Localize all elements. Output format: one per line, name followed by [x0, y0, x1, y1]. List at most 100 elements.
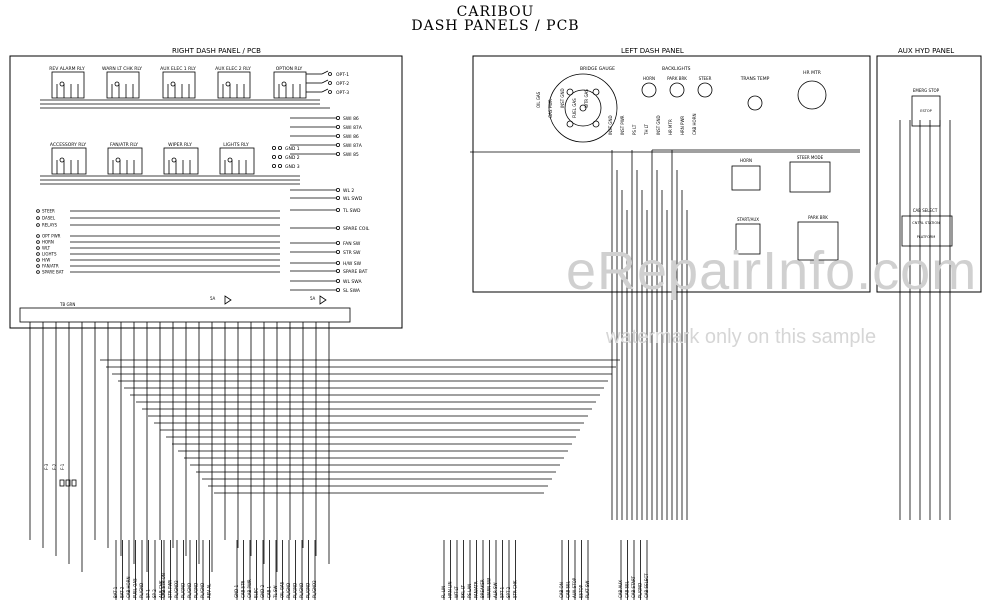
terminal-icon	[335, 240, 340, 245]
ground-label: GND 1	[285, 146, 300, 152]
gauge-outline	[548, 73, 618, 143]
gauge-terminal	[566, 88, 574, 96]
emerg-stop-label: EMERG STOP	[913, 88, 940, 93]
harness-wire-label: ELEC	[254, 588, 259, 598]
relay-box	[162, 71, 196, 99]
relay-coil-icon	[281, 81, 287, 87]
harness-wire-label: GND-1	[234, 584, 239, 598]
harness-wire-label: CAB SELECT	[644, 573, 649, 598]
backlight-lamp-icon	[669, 82, 685, 98]
gauge-terminal	[592, 88, 600, 96]
relay-label: ACCESSORY RLY	[50, 142, 86, 148]
pcb-connector	[19, 307, 351, 323]
harness-wire-label: BAT-1	[113, 586, 118, 598]
harness-wire-label: CAB ON	[559, 582, 564, 598]
trans-temp-sensor-icon	[747, 95, 763, 111]
wire-label: TH LT	[644, 124, 649, 136]
gauge-terminal	[592, 120, 600, 128]
harness-wire-label: ALR CHK	[159, 580, 164, 598]
terminal-label: TL SWD	[342, 208, 361, 214]
terminal-label: SPARE BAT	[343, 269, 368, 275]
harness-wire-label: TL SW	[273, 586, 278, 599]
harness-wire-label: FL-LIN	[441, 586, 446, 598]
backlight-lamp-icon	[697, 82, 713, 98]
aux-hyd-panel-label: AUX HYD PANEL	[898, 47, 955, 55]
harness-wire-label: SPT 2	[506, 586, 511, 598]
harness-wire-label: ALR SW	[493, 582, 498, 598]
relay-box	[163, 147, 199, 175]
fuse-label: WLT	[42, 246, 51, 251]
harness-wire-label: PL/GND	[194, 583, 199, 598]
terminal-icon	[328, 72, 332, 76]
terminal-icon	[335, 151, 340, 156]
gauge-label: BRIDGE GAUGE	[580, 66, 615, 72]
harness-wire-label: BAT-2	[120, 586, 125, 598]
switch-contact	[321, 79, 329, 84]
gauge-wire-label: OIL GAS	[536, 91, 541, 108]
fuse-icon	[36, 209, 40, 213]
terminal-icon	[328, 90, 332, 94]
aux-hyd-panel-frame	[876, 55, 982, 293]
left-dash-panel-label: LEFT DASH PANEL	[621, 47, 684, 55]
relay-box	[217, 71, 251, 99]
harness-wire-label: PS LAN	[467, 584, 472, 598]
terminal-label: STR SW	[343, 250, 361, 256]
fuse-rating: 5A	[210, 296, 216, 301]
platform-label: PLATFORM	[917, 235, 936, 239]
harness-wire-label: PL/GND2	[312, 580, 317, 598]
fuse-icon	[36, 264, 40, 268]
opt-output-label: OPT-2	[336, 81, 349, 87]
harness-wire-label: BREAKER	[480, 579, 485, 598]
gauge-wire-label: WTR GAS	[584, 89, 589, 108]
terminal-icon	[335, 133, 340, 138]
backlights-label: BACKLIGHTS	[662, 66, 691, 72]
gauge-terminal	[579, 104, 587, 112]
ground-label: GND 3	[285, 164, 300, 170]
park-brake-label: PARK BRK	[808, 215, 828, 220]
harness-wire-label: PL/GND	[638, 583, 643, 598]
ground-icon	[271, 163, 276, 168]
harness-wire-label: PL/GND	[139, 583, 144, 598]
park-brake-block	[797, 221, 839, 261]
fuse-callout: F-1	[60, 463, 65, 470]
steer-mode-label: STEER MODE	[797, 155, 824, 160]
relay-label: AUX ELEC 2 RLY	[215, 66, 251, 72]
relay-label: LIGHTS RLY	[223, 142, 249, 148]
relay-box	[106, 71, 140, 99]
backlight-label: STEER	[699, 76, 712, 81]
terminal-label: SWI 86	[343, 116, 359, 122]
terminal-icon	[335, 278, 340, 283]
harness-wire-label: PL/GND	[187, 583, 192, 598]
wire-label: INST PWR	[620, 115, 625, 135]
terminal-icon	[335, 187, 340, 192]
terminal-label: SPARE COIL	[343, 226, 370, 232]
gauge-terminal	[566, 120, 574, 128]
fuse-icon	[71, 479, 77, 487]
start-aux-label: START/AUX	[737, 217, 759, 222]
harness-wire-label: WARN SW	[487, 578, 492, 598]
relay-label: OPTION RLY	[276, 66, 303, 72]
fuse-icon	[36, 246, 40, 250]
relay-coil-icon	[114, 81, 120, 87]
harness-wire-label: PL/GND	[200, 583, 205, 598]
relay-label: AUX ELEC 1 RLY	[160, 66, 196, 72]
diagram-title: CARIBOU	[456, 4, 535, 20]
harness-wire-label: CAB HORN	[126, 577, 131, 598]
fuse-rating: 5A	[310, 296, 316, 301]
relay-box	[273, 71, 307, 99]
fuse-icon	[36, 270, 40, 274]
relay-label: FAN/ATR RLY	[110, 142, 138, 148]
harness-wire-label: CAB SEL	[625, 580, 630, 598]
harness-wire-label: CAB PWR	[247, 579, 252, 598]
terminal-label: SWI 85	[343, 152, 359, 158]
terminal-label: SWI 87A	[343, 125, 363, 131]
wire-label: HRN PWR	[680, 116, 685, 135]
relay-box	[51, 147, 87, 175]
gauge-wire-label: INST GND	[560, 88, 565, 108]
harness-wire-label: GND-2	[260, 584, 265, 598]
wire-label: HR MTR	[668, 119, 673, 135]
harness-wire-label: CAB AUX	[618, 580, 623, 598]
harness-wire-label: PL/GND	[293, 583, 298, 598]
gauge-wire-label: FUEL GAS	[572, 98, 577, 118]
harness-wire-label: FAN/ATR	[474, 581, 479, 598]
